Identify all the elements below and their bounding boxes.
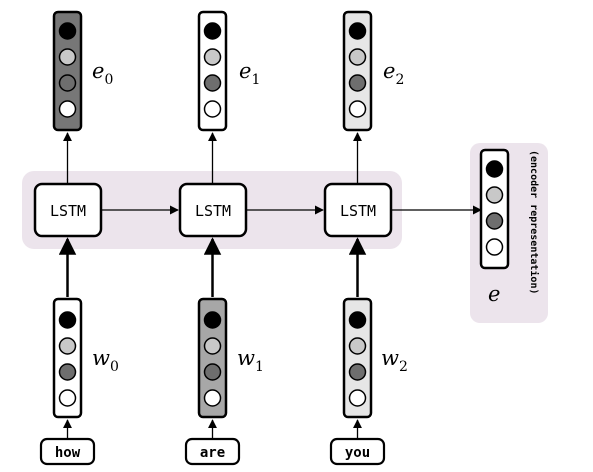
svg-text:LSTM: LSTM [50,202,86,220]
encoder-caption: (encoder representation) [528,150,540,295]
embedding-label-2: w2 [381,346,408,375]
encoding-vector-1 [197,10,228,132]
lstm-cell-0: LSTM [33,182,103,238]
encoder-vector [479,148,510,270]
encoder-symbol: e [488,282,500,306]
lstm-cell-2: LSTM [323,182,393,238]
lstm-cell-1: LSTM [178,182,248,238]
svg-text:LSTM: LSTM [340,202,376,220]
embedding-label-1: w1 [237,346,264,375]
word-token-2: you [329,437,386,466]
svg-text:how: how [55,445,81,461]
encoding-vector-2 [342,10,373,132]
encoding-label-0: e0 [92,59,113,88]
embedding-label-0: w0 [92,346,119,375]
encoding-label-2: e2 [383,59,404,88]
encoding-label-1: e1 [239,59,260,88]
svg-text:you: you [345,445,370,461]
embedding-vector-2 [342,297,373,419]
word-token-1: are [184,437,241,466]
embedding-vector-0 [52,297,83,419]
embedding-vector-1 [197,297,228,419]
svg-text:are: are [200,445,225,461]
word-token-0: how [39,437,96,466]
encoding-vector-0 [52,10,83,132]
svg-text:LSTM: LSTM [195,202,231,220]
